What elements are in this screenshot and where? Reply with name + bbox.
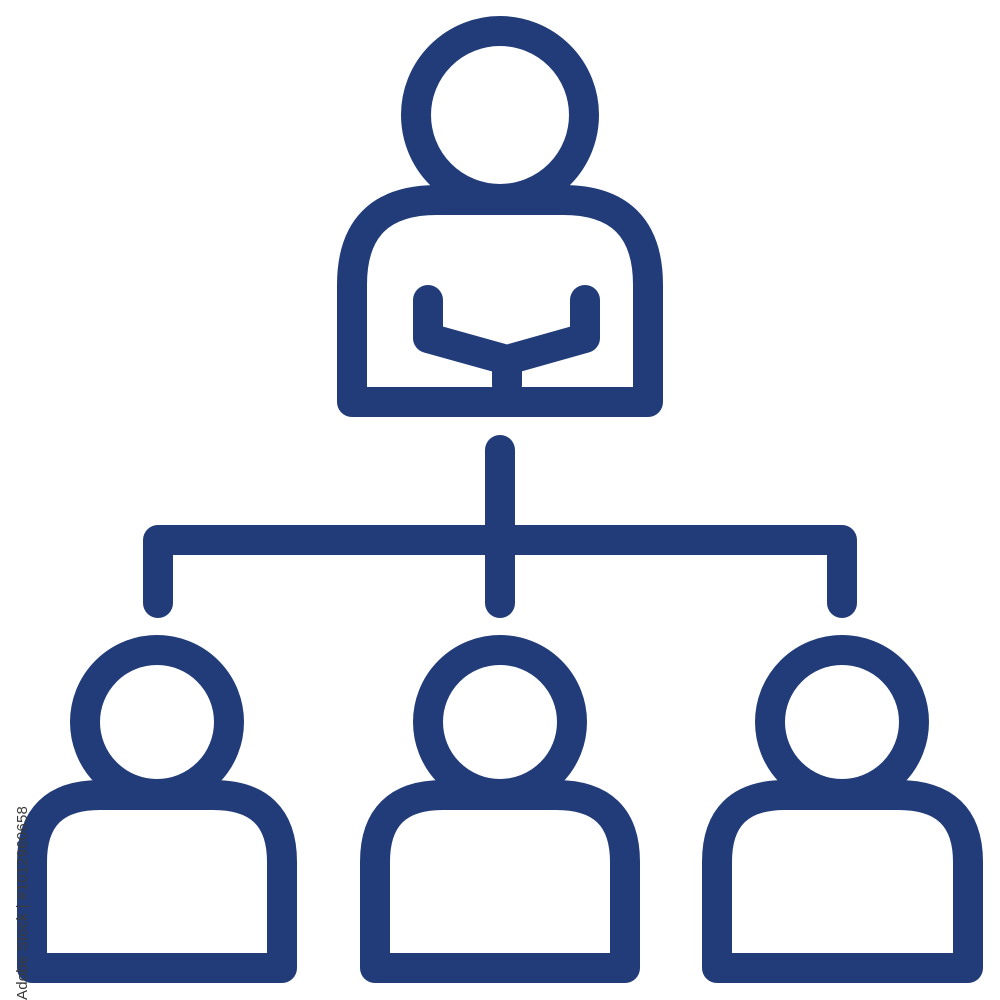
manager-head	[401, 16, 599, 214]
team-member-right-head	[755, 635, 929, 809]
hierarchy-connector	[143, 435, 857, 618]
team-member-left-head	[70, 635, 244, 809]
team-member-center-icon	[360, 635, 640, 983]
manager-crossed-arms	[413, 285, 600, 400]
team-member-center-head	[413, 635, 587, 809]
manager-body	[337, 185, 663, 417]
team-member-left-icon	[17, 635, 297, 983]
team-member-right-body	[702, 780, 983, 983]
team-member-left-body	[17, 780, 297, 983]
team-member-center-body	[360, 780, 640, 983]
team-member-right-icon	[702, 635, 983, 983]
manager-person-icon	[337, 16, 663, 417]
stock-watermark-label: Adobe Stock | #1012960658	[14, 805, 31, 1000]
connector-horizontal-bar	[143, 525, 857, 618]
